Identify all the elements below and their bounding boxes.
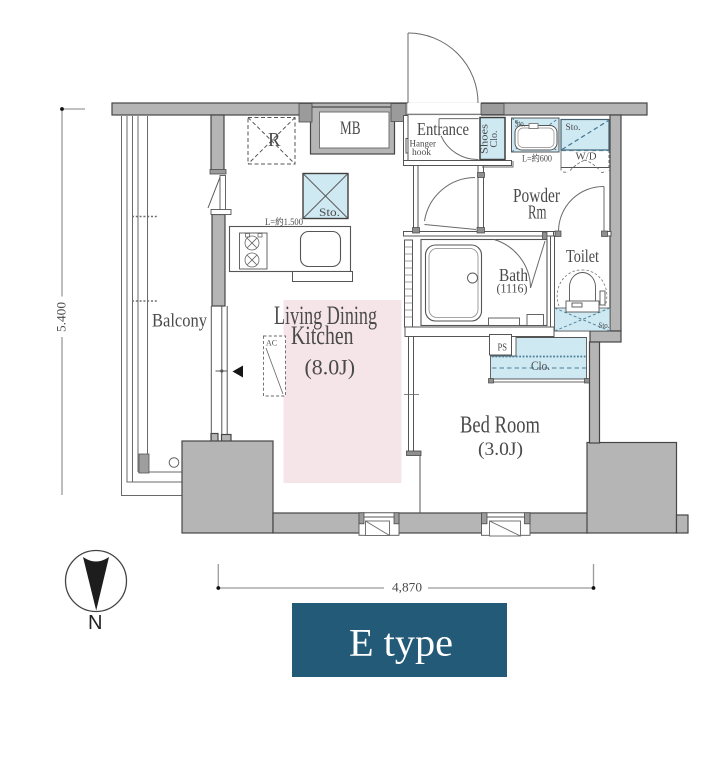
svg-text:PS: PS [498, 342, 508, 354]
svg-text:hook: hook [412, 147, 432, 157]
svg-text:Balcony: Balcony [152, 311, 207, 332]
svg-text:Clo.: Clo. [489, 131, 500, 148]
svg-text:Bath: Bath [499, 265, 528, 285]
svg-text:4,870: 4,870 [392, 581, 422, 595]
svg-text:Sto.: Sto. [319, 205, 340, 219]
svg-text:E type: E type [349, 622, 453, 665]
svg-text:N: N [88, 612, 103, 634]
svg-text:Clo.: Clo. [531, 359, 550, 373]
svg-text:(8.0J): (8.0J) [305, 355, 356, 380]
svg-text:Rm: Rm [528, 202, 547, 224]
svg-text:Sto.: Sto. [515, 119, 526, 129]
svg-text:AC: AC [266, 338, 277, 348]
svg-text:Sto.: Sto. [566, 122, 581, 132]
svg-text:Living Dining: Living Dining [274, 301, 377, 330]
svg-text:Sto.: Sto. [599, 320, 610, 330]
svg-text:(3.0J): (3.0J) [478, 439, 523, 460]
svg-text:Powder: Powder [513, 185, 560, 207]
svg-text:W/D: W/D [576, 151, 597, 163]
svg-text:Hanger: Hanger [410, 139, 437, 149]
svg-text:Entrance: Entrance [417, 119, 469, 139]
svg-text:R: R [268, 129, 281, 151]
svg-text:MB: MB [340, 119, 361, 139]
svg-text:5.400: 5.400 [54, 302, 69, 332]
svg-text:L=約1.500: L=約1.500 [265, 216, 303, 227]
svg-text:Toilet: Toilet [566, 246, 599, 266]
svg-text:Bed Room: Bed Room [460, 413, 540, 439]
svg-text:L=約600: L=約600 [522, 153, 552, 164]
svg-text:Shoes: Shoes [480, 124, 491, 154]
svg-text:(1116): (1116) [497, 281, 528, 296]
svg-text:Kitchen: Kitchen [291, 321, 354, 350]
